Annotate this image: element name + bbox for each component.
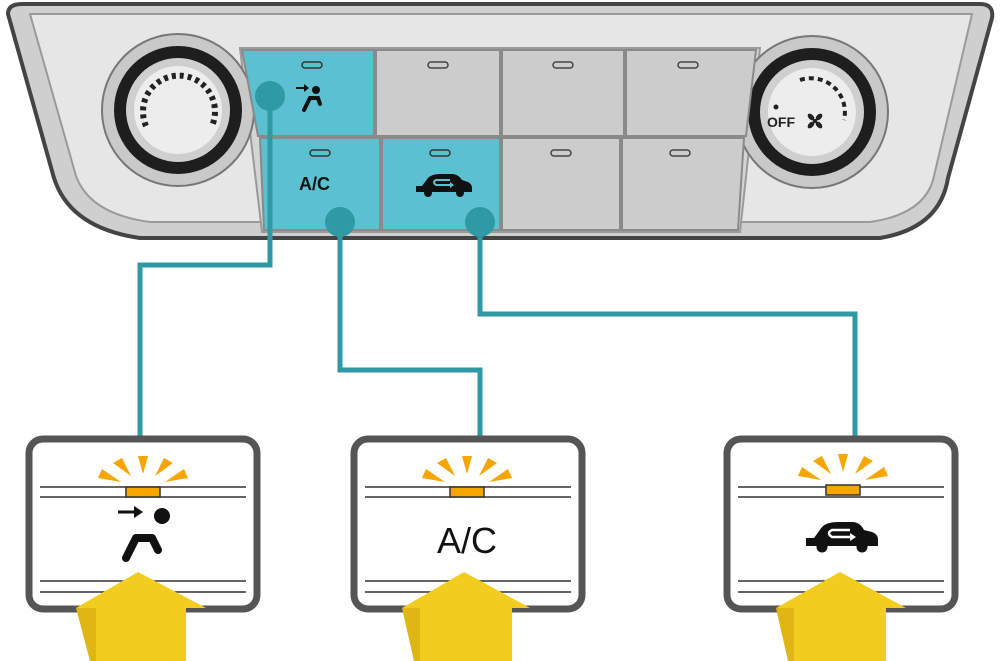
- press-arrow-icon: [76, 572, 206, 661]
- right-fan-knob[interactable]: OFF: [735, 35, 889, 189]
- connector-dots: [255, 81, 495, 237]
- blank-button[interactable]: [621, 137, 746, 231]
- press-arrow-icon: [402, 572, 530, 661]
- ac-button[interactable]: A/C: [258, 137, 381, 231]
- face-vent-icon: [296, 84, 322, 112]
- left-temperature-knob[interactable]: [101, 33, 255, 187]
- callout-face-vent: [25, 435, 261, 661]
- connector-recirc: [477, 222, 858, 438]
- indicator-light-icon: [798, 454, 888, 496]
- callout-ac: A/C: [350, 435, 586, 661]
- connector-lines: [137, 96, 858, 438]
- connector-dot-ac: [325, 207, 355, 237]
- blank-button[interactable]: [501, 49, 625, 137]
- press-arrow-icon: [776, 572, 906, 661]
- callout-ac-label: A/C: [437, 520, 497, 561]
- indicator-light-icon: [422, 456, 512, 498]
- fan-icon: [807, 113, 823, 129]
- connector-dot-face-vent: [255, 81, 285, 111]
- callout-recirc: [723, 435, 959, 661]
- connector-face-vent: [137, 96, 273, 438]
- blank-button[interactable]: [375, 49, 501, 137]
- connector-ac: [337, 222, 483, 438]
- ac-button-label: A/C: [299, 174, 330, 194]
- temperature-dial-icon: [140, 72, 218, 128]
- face-vent-button[interactable]: [240, 49, 375, 137]
- connector-dot-recirc: [465, 207, 495, 237]
- face-vent-icon: [118, 506, 170, 562]
- recirculation-car-icon: [806, 522, 878, 553]
- fan-off-label: OFF: [767, 114, 795, 130]
- recirculation-car-icon: [416, 174, 472, 197]
- panel-buttons: A/C: [240, 49, 758, 231]
- indicator-light-icon: [98, 456, 188, 498]
- blank-button[interactable]: [501, 137, 621, 231]
- blank-button[interactable]: [625, 49, 758, 137]
